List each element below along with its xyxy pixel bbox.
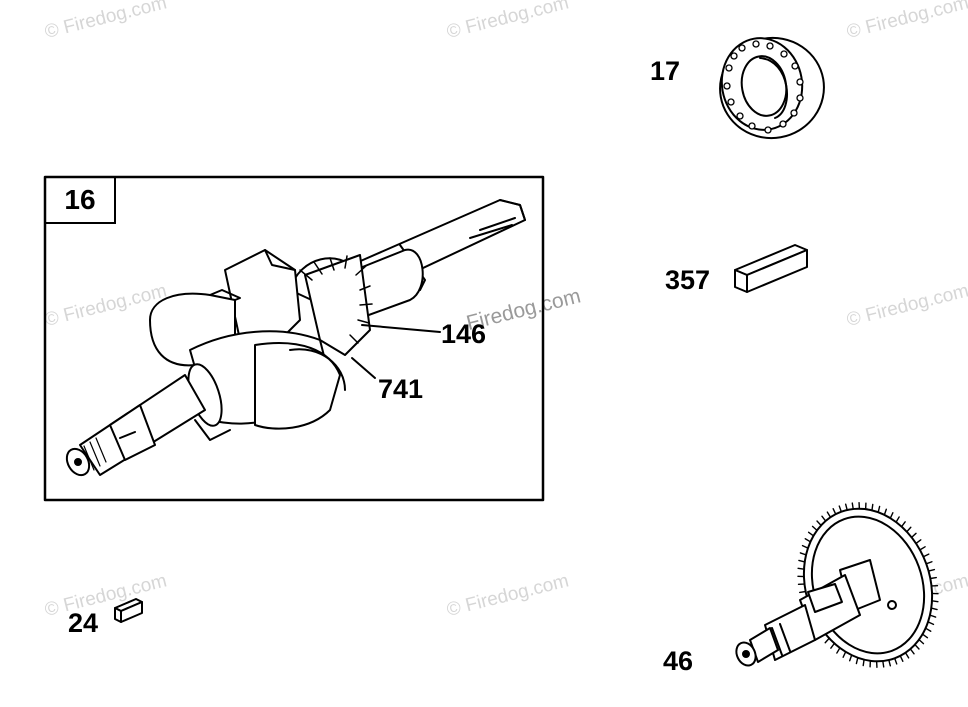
gear-tooth bbox=[893, 657, 898, 665]
gear-tooth bbox=[842, 651, 847, 658]
camshaft-part-label: 46 bbox=[663, 646, 694, 676]
key-357-illustration bbox=[734, 244, 808, 293]
gear-tooth bbox=[844, 503, 848, 511]
leader-line-146 bbox=[361, 324, 441, 333]
key-24-part-label: 24 bbox=[68, 608, 99, 638]
gear-tooth bbox=[888, 659, 892, 667]
gear-tooth bbox=[826, 511, 832, 518]
gear-tooth bbox=[838, 505, 843, 513]
gear-tooth bbox=[927, 568, 936, 572]
gear-tooth bbox=[807, 531, 815, 537]
gear-tooth bbox=[801, 544, 809, 549]
crankshaft-part-label: 16 bbox=[46, 178, 116, 224]
gear-tooth bbox=[929, 576, 937, 580]
ball-bearing-illustration bbox=[719, 36, 825, 140]
leader-line-741 bbox=[351, 357, 376, 379]
gear-tooth bbox=[848, 654, 853, 662]
gear-tooth bbox=[882, 660, 885, 668]
gear-tooth bbox=[871, 503, 874, 512]
gear-tooth bbox=[927, 621, 935, 626]
gear-tooth bbox=[799, 552, 807, 556]
gear-tooth bbox=[877, 505, 881, 513]
crankshaft-illustration bbox=[65, 199, 526, 477]
gear-tooth bbox=[900, 521, 906, 528]
bearing-part-label: 17 bbox=[650, 56, 681, 86]
gear-tooth bbox=[904, 652, 910, 659]
gear-741-part-label: 741 bbox=[378, 374, 424, 404]
gear-146-part-label: 146 bbox=[441, 319, 487, 349]
gear-tooth bbox=[855, 657, 859, 665]
gear-tooth bbox=[899, 655, 904, 662]
gear-tooth bbox=[832, 508, 837, 515]
gear-tooth bbox=[851, 502, 854, 510]
gear-tooth bbox=[914, 643, 920, 650]
gear-tooth bbox=[909, 648, 915, 655]
crankshaft-assembly-frame bbox=[43, 175, 545, 502]
gear-tooth bbox=[836, 647, 841, 654]
gear-tooth bbox=[931, 600, 939, 603]
camshaft-illustration bbox=[735, 502, 939, 668]
gear-tooth bbox=[816, 520, 822, 527]
gear-tooth bbox=[922, 553, 930, 558]
gear-tooth bbox=[919, 546, 926, 551]
key-24-illustration bbox=[114, 598, 143, 623]
gear-tooth bbox=[804, 538, 812, 543]
gear-tooth bbox=[798, 559, 806, 563]
gear-tooth bbox=[910, 532, 917, 539]
gear-tooth bbox=[830, 642, 836, 649]
gear-tooth bbox=[906, 526, 912, 533]
gear-tooth bbox=[921, 633, 929, 639]
gear-tooth bbox=[889, 512, 894, 519]
gear-tooth bbox=[883, 508, 888, 516]
gear-tooth bbox=[821, 515, 827, 522]
gear-tooth bbox=[811, 525, 818, 532]
gear-tooth bbox=[929, 614, 937, 618]
key-357-part-label: 357 bbox=[665, 265, 711, 295]
gear-tooth bbox=[862, 658, 865, 667]
gear-tooth bbox=[918, 638, 925, 645]
gear-tooth bbox=[930, 607, 938, 611]
gear-tooth bbox=[925, 561, 933, 565]
gear-tooth bbox=[797, 567, 805, 570]
gear-tooth bbox=[915, 539, 922, 545]
gear-tooth bbox=[799, 590, 807, 594]
gear-tooth bbox=[895, 516, 900, 523]
gear-tooth bbox=[924, 627, 932, 632]
gear-tooth bbox=[824, 637, 830, 644]
